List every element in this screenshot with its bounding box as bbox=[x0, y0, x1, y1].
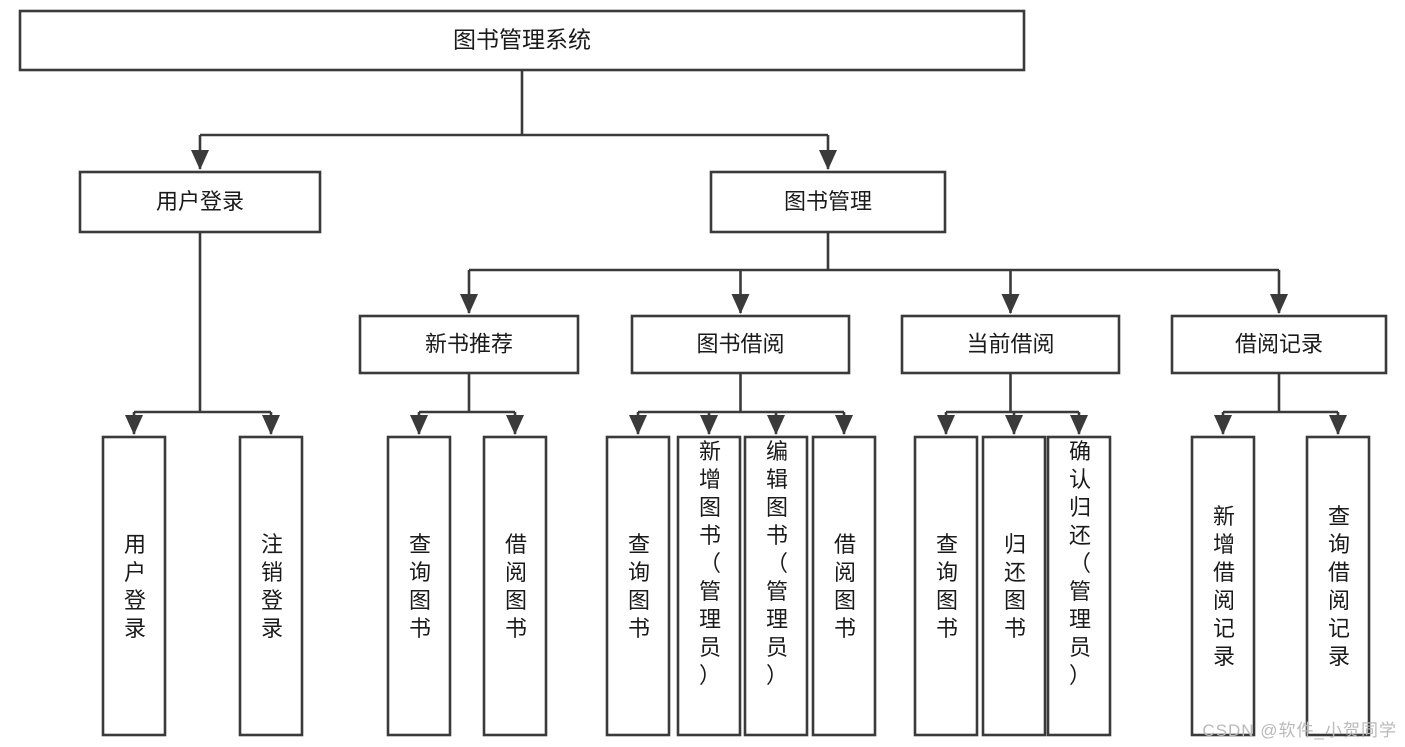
node-label: 图书借阅 bbox=[696, 331, 784, 356]
node-leaf-user-logout[interactable]: 注销登录 bbox=[238, 435, 304, 737]
csdn-watermark: CSDN @软件_小贺同学 bbox=[1202, 721, 1397, 740]
leaf-label: 新增图书（管理员） bbox=[699, 439, 721, 688]
node-leaf-add-borrow-record[interactable]: 新增借阅记录 bbox=[1190, 435, 1256, 737]
node-leaf-return-book[interactable]: 归还图书 bbox=[981, 435, 1047, 737]
node-label: 图书管理系统 bbox=[453, 27, 591, 53]
node-user-login[interactable]: 用户登录 bbox=[78, 170, 322, 234]
node-borrow-record[interactable]: 借阅记录 bbox=[1170, 314, 1388, 375]
leaf-label: 确认归还（管理员） bbox=[1069, 439, 1091, 688]
leaf-label: 查询图书 bbox=[409, 532, 431, 641]
node-leaf-borrow-book-2[interactable]: 借阅图书 bbox=[811, 435, 877, 737]
node-leaf-add-book[interactable]: 新增图书（管理员） bbox=[676, 435, 742, 737]
connector-edges bbox=[125, 70, 1347, 435]
node-leaf-user-login[interactable]: 用户登录 bbox=[101, 435, 167, 737]
node-book-manage[interactable]: 图书管理 bbox=[709, 170, 947, 234]
node-leaf-confirm-return[interactable]: 确认归还（管理员） bbox=[1046, 435, 1112, 737]
diagram-nodes: 图书管理系统用户登录图书管理新书推荐图书借阅当前借阅借阅记录用户登录注销登录查询… bbox=[18, 9, 1388, 737]
node-label: 当前借阅 bbox=[966, 331, 1054, 356]
leaf-label: 借阅图书 bbox=[834, 532, 856, 641]
node-label: 新书推荐 bbox=[425, 331, 513, 356]
leaf-label: 查询图书 bbox=[628, 532, 650, 641]
leaf-label: 借阅图书 bbox=[505, 532, 527, 641]
leaf-label: 注销登录 bbox=[261, 532, 283, 641]
leaf-label: 编辑图书（管理员） bbox=[766, 439, 788, 688]
leaf-label: 新增借阅记录 bbox=[1213, 504, 1235, 669]
node-new-book-recommend[interactable]: 新书推荐 bbox=[358, 314, 580, 375]
node-leaf-edit-book[interactable]: 编辑图书（管理员） bbox=[743, 435, 809, 737]
node-leaf-query-book-2[interactable]: 查询图书 bbox=[605, 435, 671, 737]
leaf-label: 归还图书 bbox=[1004, 532, 1026, 641]
node-label: 图书管理 bbox=[784, 189, 872, 214]
node-book-borrow[interactable]: 图书借阅 bbox=[630, 314, 851, 375]
node-leaf-query-book-1[interactable]: 查询图书 bbox=[386, 435, 452, 737]
node-leaf-query-book-3[interactable]: 查询图书 bbox=[913, 435, 979, 737]
node-leaf-query-borrow-record[interactable]: 查询借阅记录 bbox=[1305, 435, 1371, 737]
node-label: 借阅记录 bbox=[1235, 331, 1323, 356]
node-root[interactable]: 图书管理系统 bbox=[18, 9, 1026, 72]
leaf-label: 查询借阅记录 bbox=[1328, 504, 1350, 669]
leaf-label: 用户登录 bbox=[124, 532, 146, 641]
node-current-borrow[interactable]: 当前借阅 bbox=[900, 314, 1121, 375]
node-leaf-borrow-book-1[interactable]: 借阅图书 bbox=[482, 435, 548, 737]
leaf-label: 查询图书 bbox=[936, 532, 958, 641]
node-label: 用户登录 bbox=[156, 189, 244, 214]
